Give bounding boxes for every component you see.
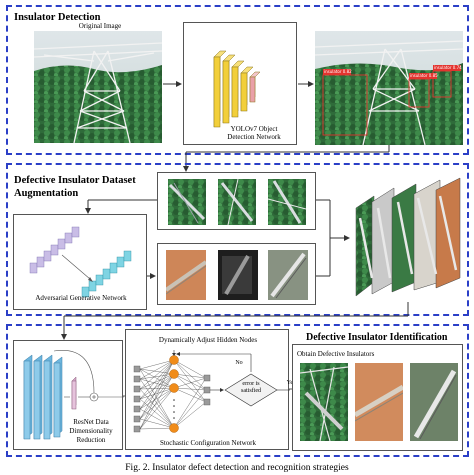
- adjust-hidden-nodes-label: Dynamically Adjust Hidden Nodes: [158, 336, 258, 344]
- result-image: [355, 363, 403, 441]
- generated-image: [166, 250, 206, 300]
- generated-image: [218, 250, 258, 300]
- resnet-label-line2: Dimensionality: [69, 427, 113, 435]
- stage3-title: Defective Insulator Identification: [306, 332, 448, 343]
- detection-badge: insulator 0.74: [434, 65, 462, 70]
- stage1-title: Insulator Detection: [14, 12, 101, 23]
- stage-insulator-detection: [6, 5, 469, 155]
- resnet-box: ResNet Data Dimensionality Reduction: [13, 340, 124, 450]
- yolo-network-box: YOLOv7 Object Detection Network: [183, 22, 297, 145]
- augmented-dataset-stack: [352, 177, 464, 302]
- detection-result-image: insulator 0.82 insulator 0.85 insulator …: [315, 31, 463, 145]
- gan-label: Adversarial Generative Network: [35, 294, 127, 302]
- stage2-title-line1: Defective Insulator Dataset: [14, 175, 136, 186]
- detected-crops-box: [157, 172, 316, 230]
- generated-images-box: [157, 243, 316, 305]
- decision-line2: satisfied: [241, 388, 261, 394]
- decision-line1: error is: [242, 381, 260, 387]
- detection-badge: insulator 0.85: [410, 73, 438, 78]
- result-image: [300, 363, 348, 441]
- crop-image: [218, 179, 256, 225]
- scn-label: Stochastic Configuration Network: [159, 439, 257, 447]
- original-image-label: Original Image: [78, 22, 122, 30]
- stage2-title-line2: Augmentation: [14, 188, 79, 199]
- crop-image: [168, 179, 206, 225]
- result-image: [410, 363, 458, 441]
- obtain-defective-label: Obtain Defective Insulators: [297, 350, 375, 358]
- gan-box: Adversarial Generative Network: [13, 214, 147, 310]
- generated-image: [268, 250, 308, 300]
- figure-caption: Fig. 2. Insulator defect detection and r…: [125, 463, 349, 473]
- no-label: No: [235, 360, 243, 366]
- resnet-label-line3: Reduction: [76, 436, 106, 444]
- yolo-label-line2: Detection Network: [227, 133, 281, 141]
- defective-results-box: Obtain Defective Insulators: [292, 344, 463, 451]
- crop-image: [268, 179, 306, 225]
- detection-badge: insulator 0.82: [324, 69, 352, 74]
- stage-dataset-augmentation: [6, 163, 469, 316]
- stage-defect-identification: [6, 324, 469, 457]
- original-image: [34, 31, 162, 143]
- scn-box: Dynamically Adjust Hidden Nodes No error…: [125, 329, 290, 450]
- yes-label: Yes: [286, 380, 296, 386]
- resnet-label-line1: ResNet Data: [73, 418, 109, 426]
- yolo-label-line1: YOLOv7 Object: [230, 125, 278, 133]
